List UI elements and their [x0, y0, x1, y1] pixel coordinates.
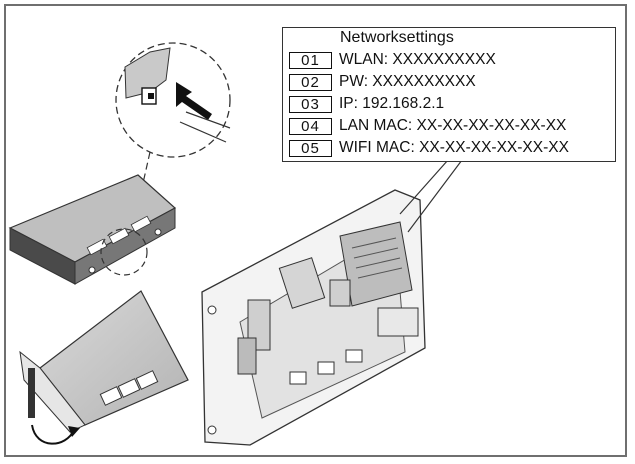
- row-number: 05: [289, 139, 332, 157]
- row-text: PW: XXXXXXXXXX: [339, 73, 476, 90]
- settings-row: 05 WIFI MAC: XX-XX-XX-XX-XX-XX: [289, 139, 569, 157]
- row-number: 02: [289, 73, 332, 91]
- network-settings-label: Networksettings 01 WLAN: XXXXXXXXXX 02 P…: [282, 27, 616, 162]
- zoom-callout: [115, 42, 231, 158]
- row-number: 01: [289, 51, 332, 69]
- row-text: IP: 192.168.2.1: [339, 95, 445, 112]
- row-text: WLAN: XXXXXXXXXX: [339, 51, 496, 68]
- row-text: LAN MAC: XX-XX-XX-XX-XX-XX: [339, 117, 567, 134]
- diagram-frame: [4, 4, 627, 457]
- circuit-board: [201, 189, 426, 446]
- row-number: 03: [289, 95, 332, 113]
- label-leader-2: [407, 159, 463, 233]
- row-text: WIFI MAC: XX-XX-XX-XX-XX-XX: [339, 139, 569, 156]
- settings-row: 02 PW: XXXXXXXXXX: [289, 73, 476, 91]
- settings-row: 03 IP: 192.168.2.1: [289, 95, 444, 113]
- settings-title: Networksettings: [340, 29, 454, 46]
- label-leader-1: [399, 159, 449, 215]
- row-number: 04: [289, 117, 332, 135]
- opened-device: [19, 290, 189, 445]
- settings-row: 01 WLAN: XXXXXXXXXX: [289, 51, 496, 69]
- settings-row: 04 LAN MAC: XX-XX-XX-XX-XX-XX: [289, 117, 566, 135]
- router-device: [8, 174, 177, 285]
